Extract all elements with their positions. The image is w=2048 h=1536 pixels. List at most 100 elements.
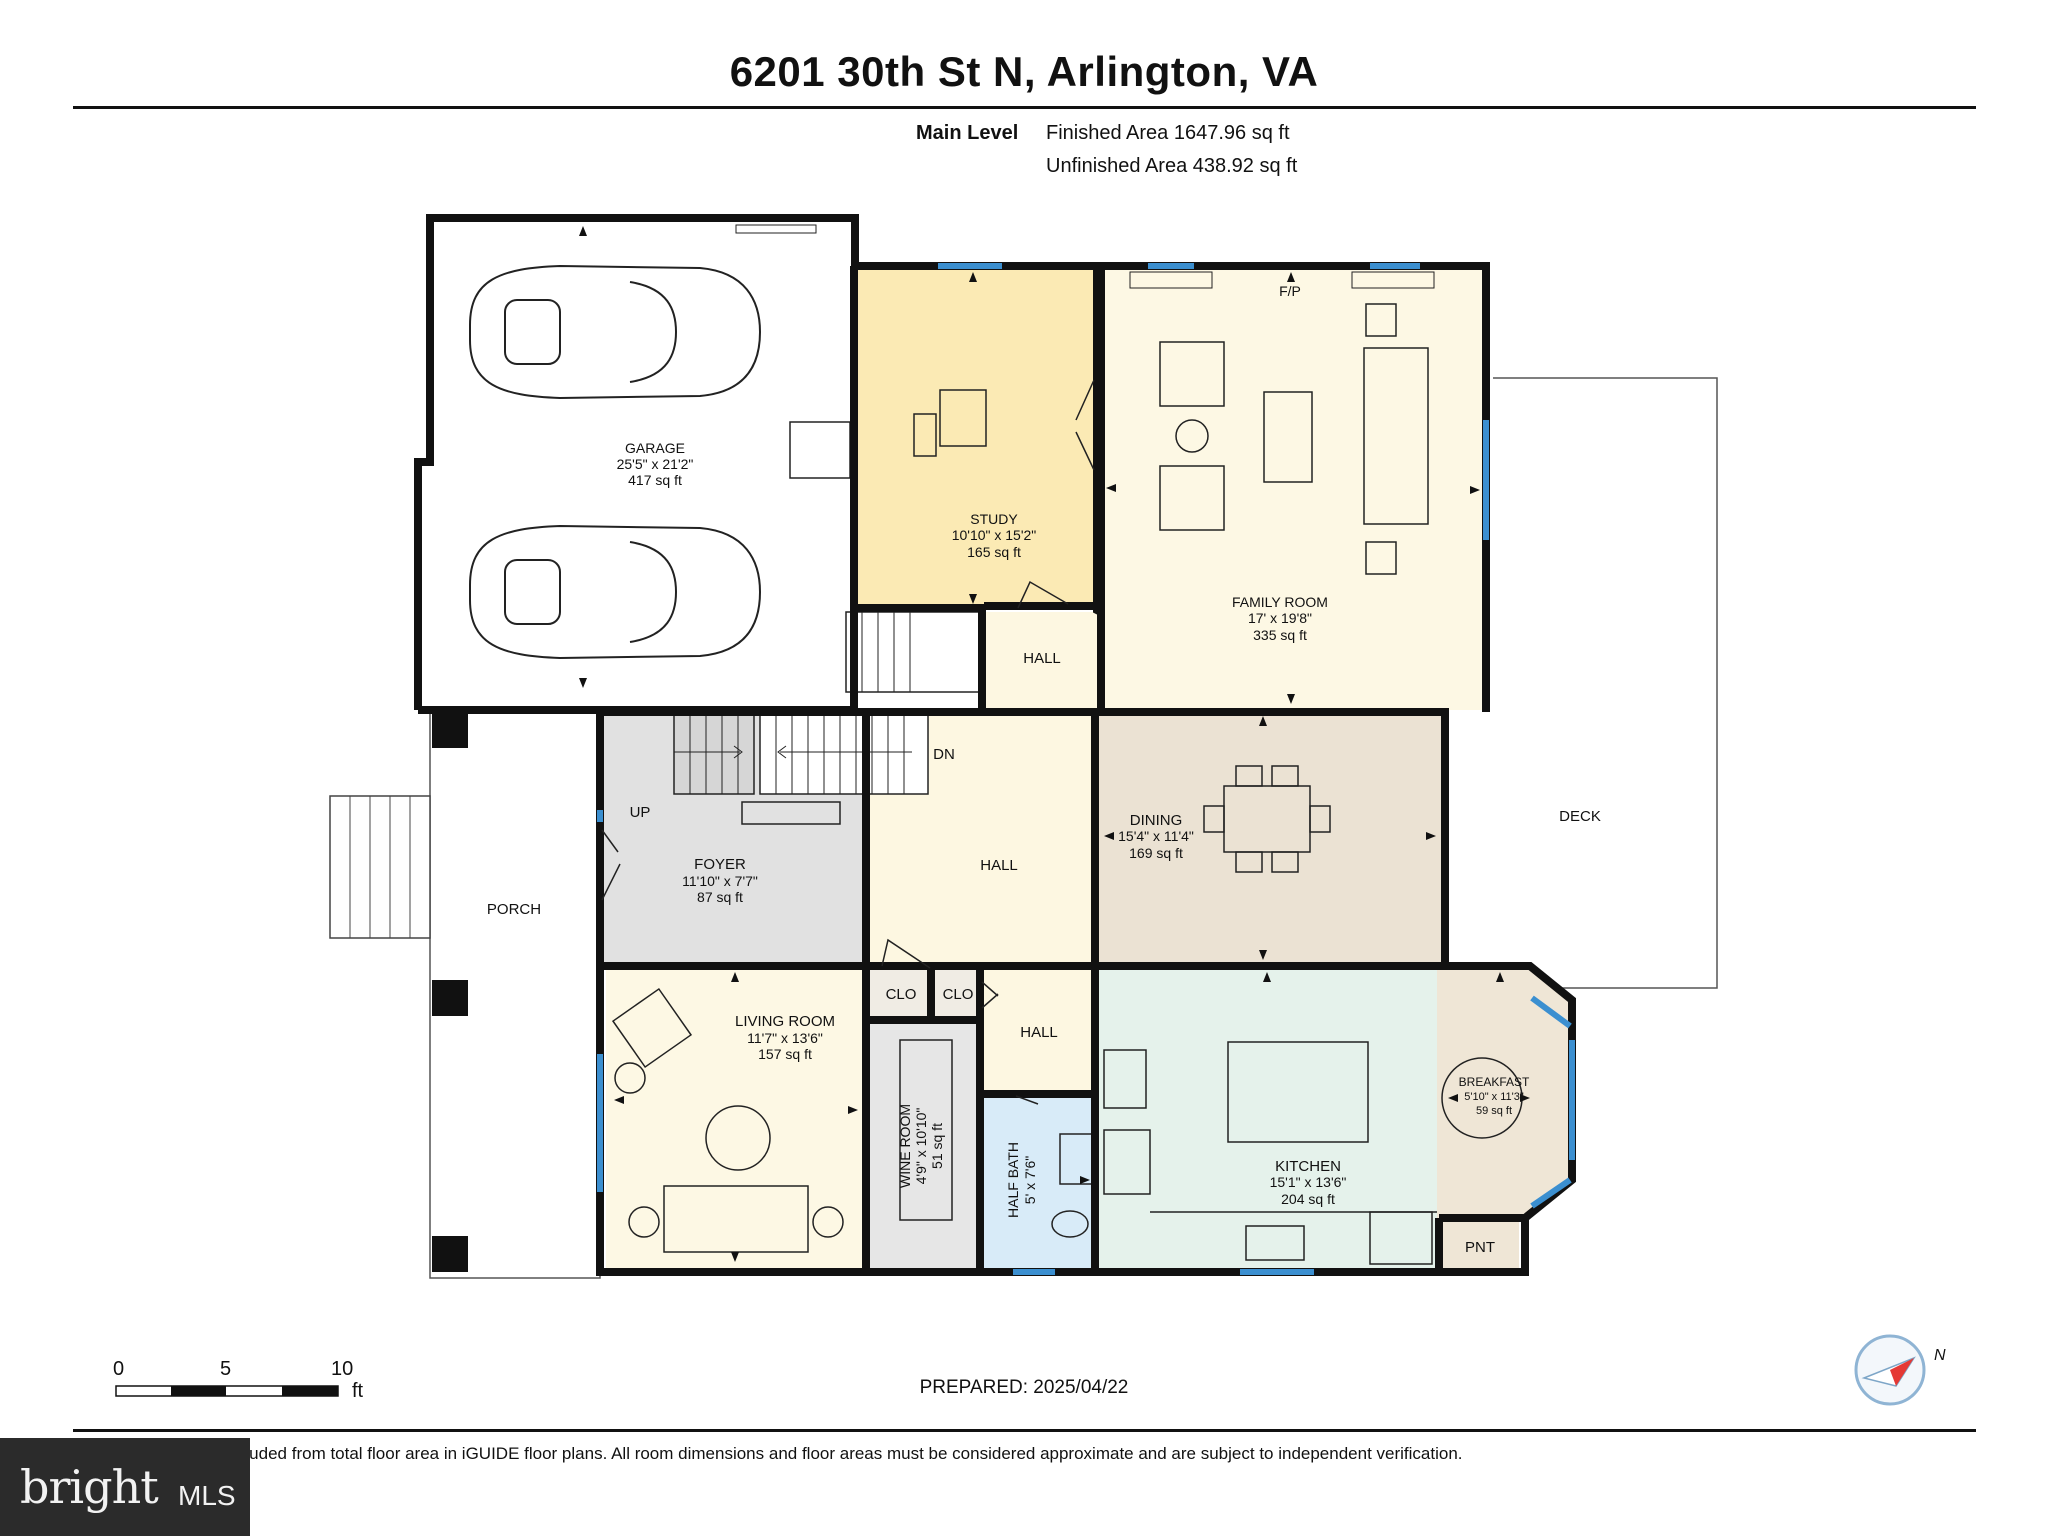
kitchen-island [1227,1041,1369,1143]
room-name: STUDY [970,511,1018,527]
room-dims: 10'10" x 15'2" [952,527,1037,543]
sofa [1363,347,1429,525]
room-name: PNT [1465,1239,1495,1256]
room-name: CLO [886,986,917,1003]
wine-rack [899,1039,953,1221]
fireplace-label: F/P [1279,283,1301,299]
kitchen-floor [1097,968,1437,1268]
coffee-table [1263,391,1313,483]
breakfast-floor [1437,968,1572,1218]
room-area: 417 sq ft [628,472,682,488]
family-floor [1100,268,1483,710]
room-dims: 15'4" x 11'4" [1118,828,1194,844]
fireplace-hearth [1129,271,1213,289]
room-name: DINING [1130,812,1183,829]
level-name: Main Level [916,122,1019,144]
room-name: PORCH [487,901,541,918]
room-area: 59 sq ft [1476,1105,1512,1117]
room-name: BREAKFAST [1459,1075,1530,1089]
logo-suffix: MLS [178,1480,236,1511]
room-dims: 11'10" x 7'7" [682,873,758,889]
armchair [1159,465,1225,531]
scale-bar [115,1385,339,1397]
room-area: 204 sq ft [1281,1191,1335,1207]
room-name: HALF BATH [1005,1142,1021,1218]
car-icon [469,264,762,400]
room-dims: 17' x 19'8" [1248,610,1312,626]
unfinished-area: Unfinished Area 438.92 sq ft [1046,155,1298,177]
room-name: LIVING ROOM [735,1013,835,1030]
cooktop [1103,1129,1151,1195]
room-dims: 15'1" x 13'6" [1270,1174,1347,1190]
scale-tick-0: 0 [113,1358,125,1380]
bright-mls-logo [0,1438,250,1536]
compass-letter: N [1934,1347,1946,1364]
prepared-date: PREPARED: 2025/04/22 [919,1377,1129,1398]
bottom-divider [73,1429,1976,1432]
study-floor [854,268,1097,608]
room-dims: 11'7" x 13'6" [747,1030,823,1046]
deck-outline [1493,377,1718,989]
room-area: 87 sq ft [697,889,743,905]
stairs-down [759,711,929,795]
living-floor [606,968,864,1268]
armchair [1159,341,1225,407]
windows [597,263,1575,1275]
compass-icon [1854,1334,1926,1406]
logo-text: bright [20,1460,159,1514]
side-table [1175,419,1209,453]
toilet [1051,1210,1089,1238]
stairs-up-label: UP [630,804,651,821]
room-area: 169 sq ft [1129,845,1183,861]
room-area: 165 sq ft [967,544,1021,560]
dining-table [1203,765,1331,873]
pantry-floor [1441,1220,1519,1268]
top-divider [73,106,1976,109]
room-dims: 5'10" x 11'3" [1464,1091,1524,1103]
garage-shelf [735,224,817,234]
scale-tick-10: 10 [331,1358,354,1380]
room-dims: 5' x 7'6" [1022,1156,1038,1204]
dining-floor [1093,712,1443,964]
garage-door-step [789,421,851,479]
porch-outline [429,711,601,1279]
kitchen-sink [1245,1225,1305,1261]
room-name: CLO [943,986,974,1003]
foyer-bench [741,801,841,825]
room-dims: 25'5" x 21'2" [617,456,694,472]
room-name: KITCHEN [1275,1158,1341,1175]
room-name: DECK [1559,808,1601,825]
clo2-floor [934,968,978,1018]
halfbath-floor [982,1096,1093,1268]
direction-markers [579,226,1530,1262]
room-dims: 4'9" x 10'10" [913,1108,929,1185]
scale-tick-5: 5 [220,1358,232,1380]
wine-floor [868,1022,978,1268]
stairs-up [673,711,755,795]
disclaimer: White regions are excluded from total fl… [81,1444,1463,1463]
scale-unit: ft [352,1380,364,1402]
room-name: HALL [1023,650,1061,667]
room-area: 51 sq ft [929,1123,945,1169]
room-name: FAMILY ROOM [1232,594,1328,610]
walls [414,214,1576,1276]
doors [601,379,1095,1105]
finished-area: Finished Area 1647.96 sq ft [1046,122,1290,144]
room-name: HALL [980,857,1018,874]
clo1-floor [868,968,928,1018]
car-icon [469,524,762,660]
garage-steps [845,611,983,693]
room-name: WINE ROOM [897,1104,913,1188]
hall-upper-floor [986,612,1099,710]
page-title: 6201 30th St N, Arlington, VA [729,48,1319,95]
porch-steps [329,795,431,939]
room-area: 157 sq ft [758,1046,812,1062]
end-table [1365,303,1397,337]
desk [939,389,987,447]
fireplace-hearth [1351,271,1435,289]
room-name: HALL [1020,1024,1058,1041]
hall-lower-floor [982,968,1093,1096]
fridge [1103,1049,1147,1109]
room-name: FOYER [694,856,746,873]
